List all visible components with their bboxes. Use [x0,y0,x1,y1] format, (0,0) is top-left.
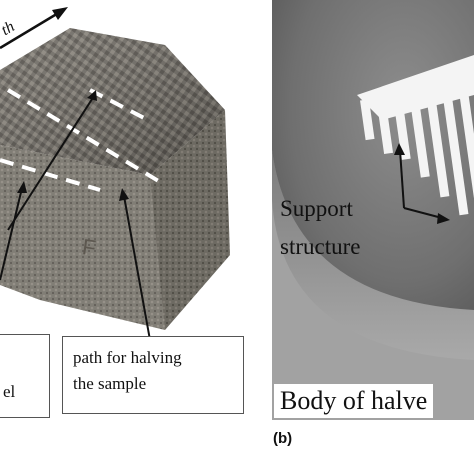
caption-right-line1: path for halving [73,348,182,367]
figure-label-b: (b) [273,430,293,447]
panel-b-photo: Support structure Body of halve [272,0,474,420]
caption-right-line2: the sample [73,374,147,393]
direction-arrow [0,10,61,50]
support-label-line2: structure [280,234,361,259]
pointer-line [123,195,151,341]
caption-box-left: el [0,334,50,418]
disc-rim [272,150,474,360]
halving-path-line [6,88,167,187]
sample-cube-photo: F [0,7,230,341]
svg-text:F: F [81,234,98,261]
panel-a-photo: F th el path for halving the sample [0,7,244,418]
pointer-line [399,149,405,209]
cube-right-face [150,110,230,330]
caption-left-text: el [3,382,16,401]
pointer-line [403,207,443,219]
bottom-caption: Body of halve [274,384,434,418]
halving-path-line [89,88,149,122]
pointer-line [0,187,23,281]
support-label-line1: Support [280,196,353,221]
support-structure [357,55,474,239]
caption-box-right: path for halving the sample [62,336,244,414]
halved-body-photo [272,0,474,420]
pointer-line [7,95,95,231]
halving-path-line [0,158,101,192]
